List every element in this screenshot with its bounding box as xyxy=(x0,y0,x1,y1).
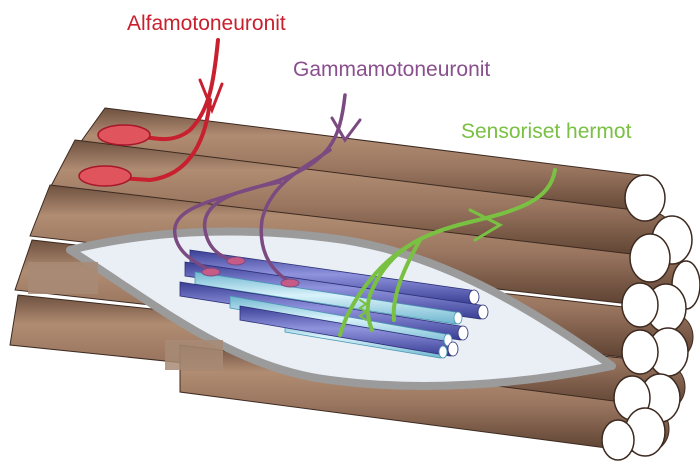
motor-endplate xyxy=(98,125,150,145)
gamma-motor-neuron-label: Gammamotoneuronit xyxy=(293,58,490,82)
gamma-endplate xyxy=(202,268,220,276)
gamma-endplate xyxy=(281,279,299,287)
gamma-endplate xyxy=(227,257,245,265)
blank-label-box xyxy=(28,262,98,294)
alpha-motor-neuron-label: Alfamotoneuronit xyxy=(127,12,286,36)
motor-endplate xyxy=(79,166,131,186)
sensory-nerve-label: Sensoriset hermot xyxy=(461,120,631,144)
blank-label-box xyxy=(165,340,223,370)
